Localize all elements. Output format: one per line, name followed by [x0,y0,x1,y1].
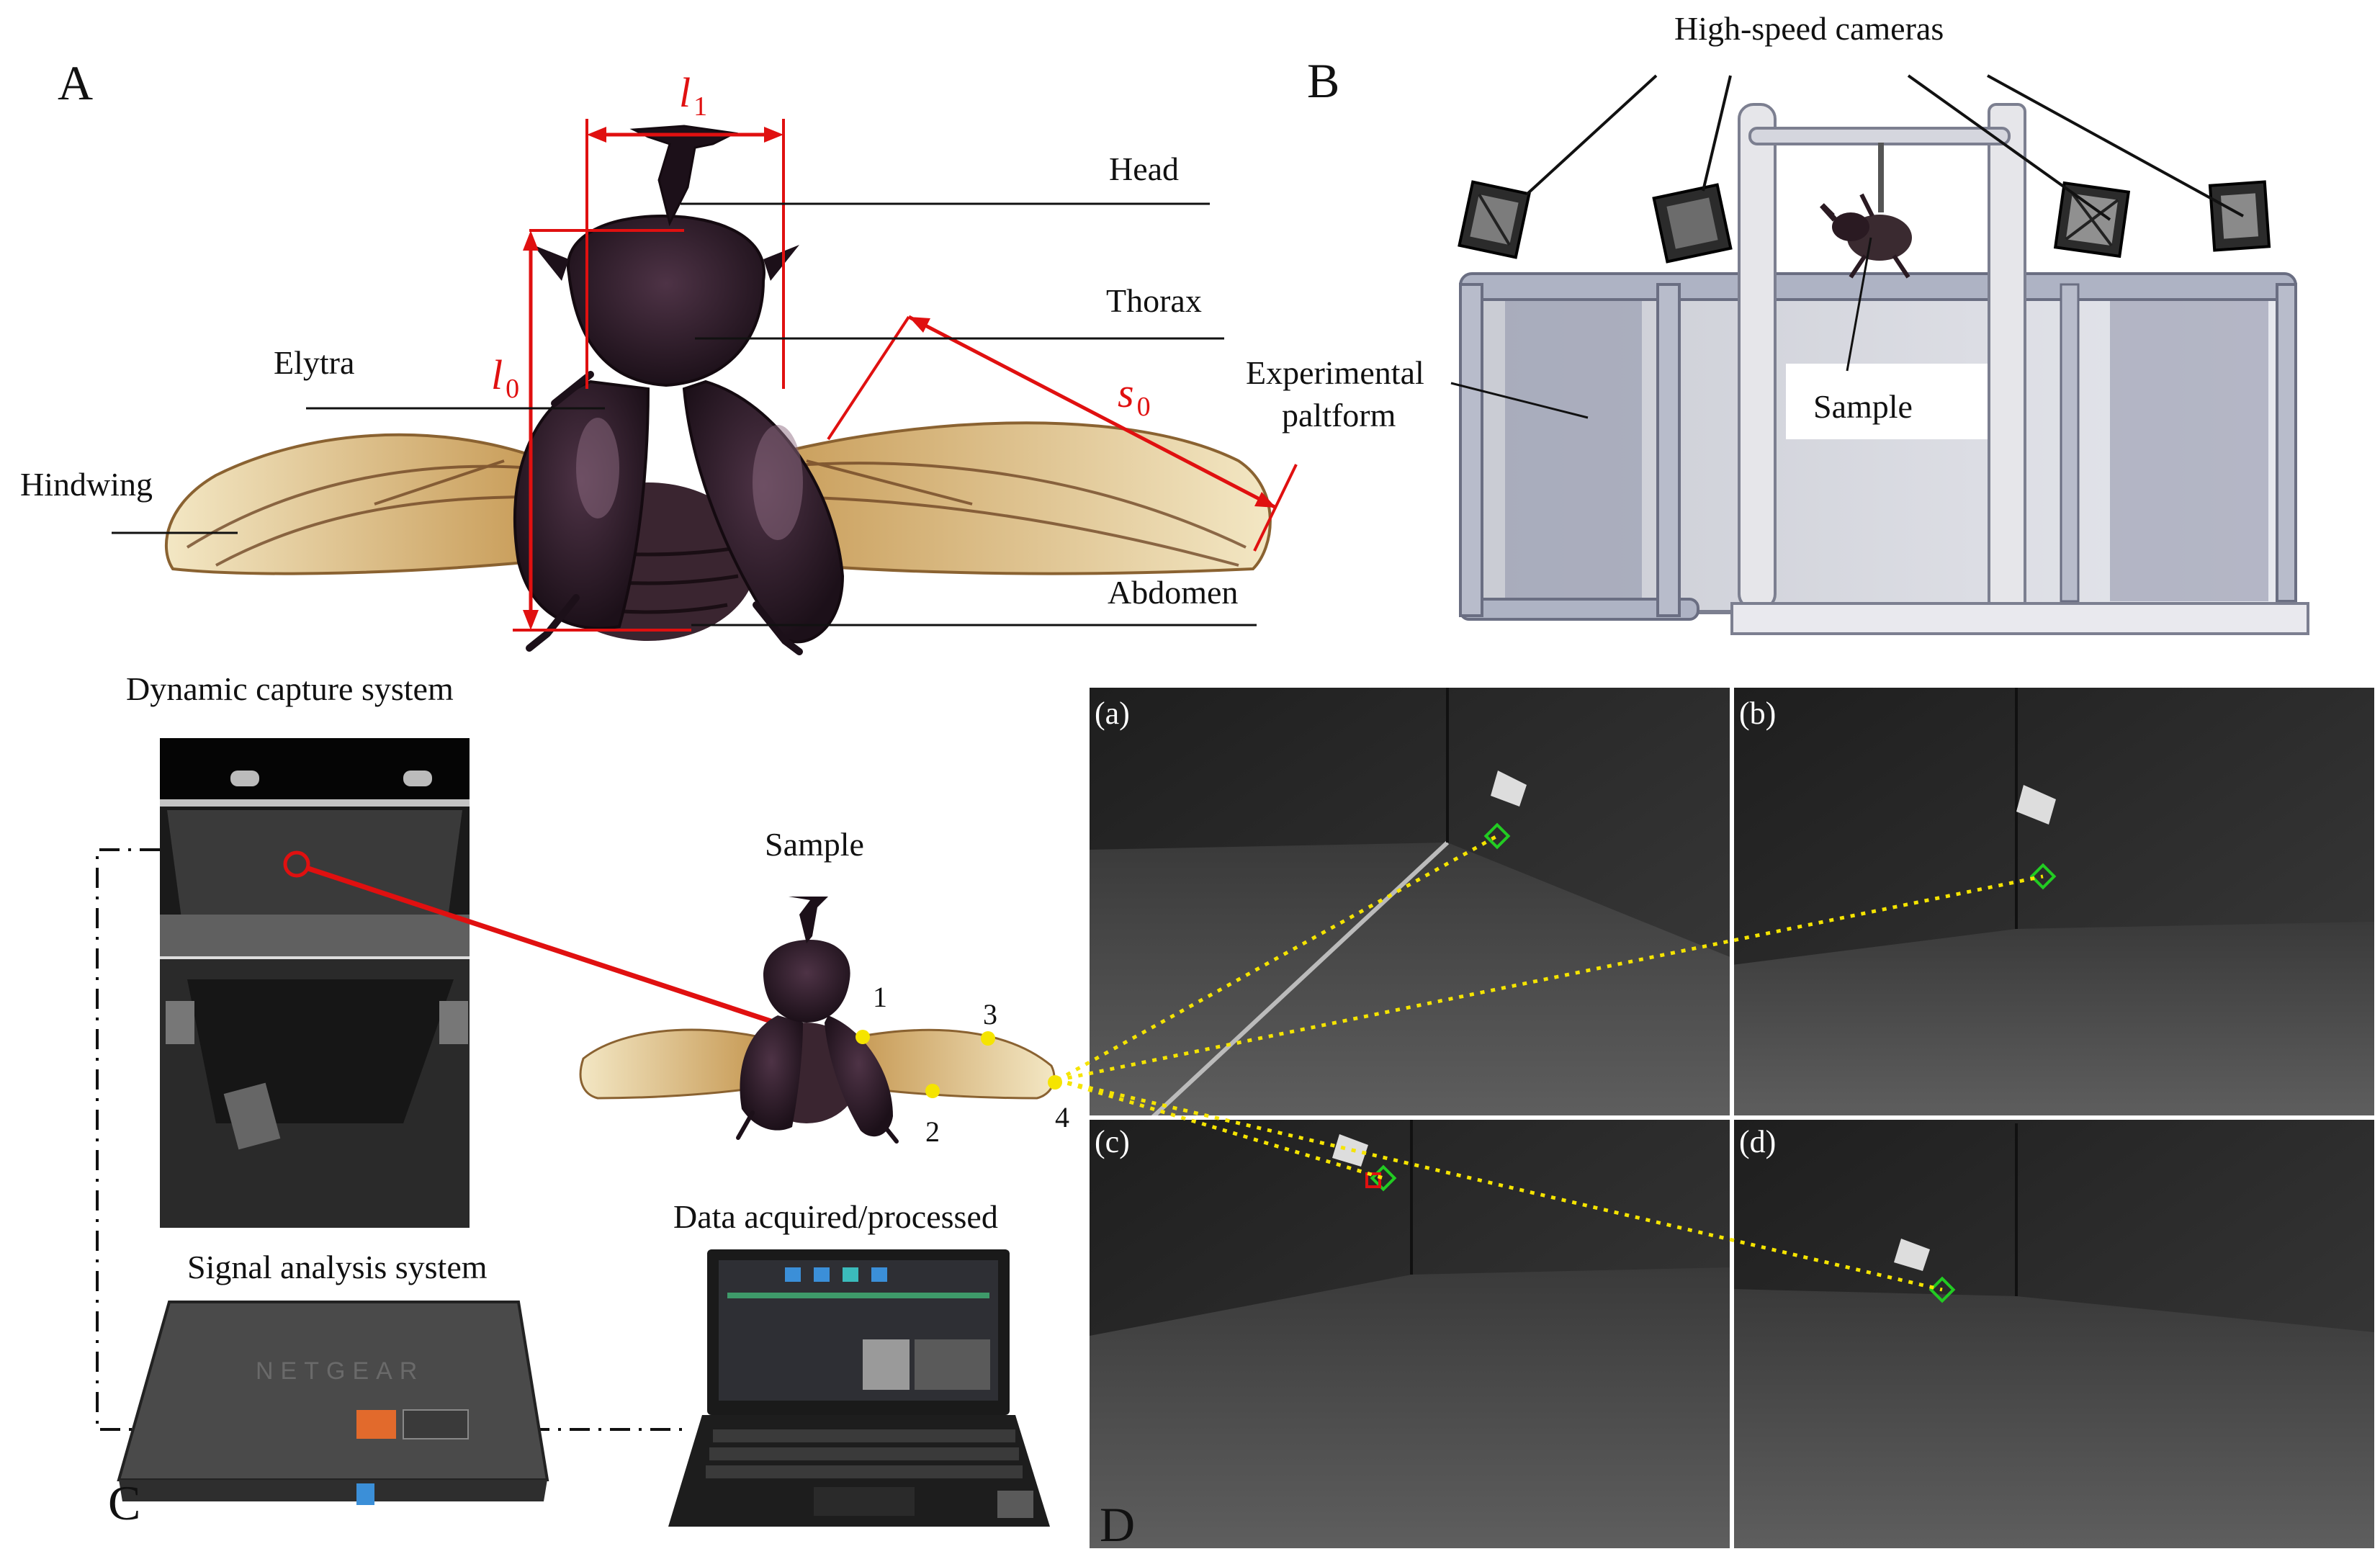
view-label-d: (d) [1739,1124,1776,1159]
experimental-platform [1459,103,2309,635]
panel-d-label: D [1100,1497,1135,1552]
camera-3 [2053,181,2131,259]
label-abdomen: Abdomen [1108,574,1238,611]
camera-2 [1652,183,1733,264]
capture-system-photo [160,738,470,1228]
view-label-c: (c) [1095,1124,1130,1159]
tracking-lines [1056,834,2044,1292]
view-d [1732,1118,2374,1548]
panel-c: Dynamic capture system Sample [96,670,1069,1530]
panel-a: A [20,55,1298,655]
part-leaders [112,202,1257,626]
dashdot-connectors [96,848,684,1431]
marker-2 [925,1084,940,1098]
label-platform-line2: paltform [1282,397,1396,434]
capture-link-line [305,865,809,1036]
laptop-photo [668,1249,1050,1527]
setup-sample-beetle [1820,193,1912,279]
right-hindwing [747,421,1272,575]
router-brand: NETGEAR [256,1357,424,1385]
capture-sample-beetle [579,897,1062,1144]
view-label-a: (a) [1095,696,1130,731]
left-hindwing [164,433,549,575]
label-platform-line1: Experimental [1246,354,1424,391]
camera-leaders [1525,74,2244,221]
panel-a-label: A [58,55,93,110]
label-setup-sample: Sample [1813,388,1913,425]
marker-label-4: 4 [1055,1101,1069,1133]
camera-4 [2208,180,2271,252]
label-signal-analysis: Signal analysis system [187,1249,488,1285]
marker-3 [981,1031,995,1046]
panel-c-label: C [108,1476,140,1530]
label-hindwing: Hindwing [20,466,153,503]
view-c [1090,1118,1732,1548]
view-label-b: (b) [1739,696,1776,731]
panel-b: B High-speed cameras [1246,10,2309,635]
marker-label-2: 2 [925,1115,940,1148]
marker-label-3: 3 [983,998,997,1030]
left-elytron [513,379,650,630]
label-elytra: Elytra [274,344,354,381]
camera-1 [1458,180,1531,259]
beetle-thorax [566,214,765,387]
view-b [1732,688,2374,1118]
panel-d: (a) (b) (c) (d) D [1056,688,2374,1552]
panel-b-label: B [1307,53,1339,108]
label-head: Head [1109,151,1179,187]
sample-label-box [1786,364,1988,439]
label-capture-sample: Sample [765,826,864,863]
marker-label-1: 1 [873,981,887,1013]
label-dynamic-capture: Dynamic capture system [126,670,454,707]
router-photo: NETGEAR [117,1301,549,1505]
marker-1 [856,1030,870,1044]
label-data-acquired: Data acquired/processed [673,1198,998,1235]
view-a [1090,688,1732,1120]
label-thorax: Thorax [1106,282,1202,319]
label-high-speed-cameras: High-speed cameras [1674,10,1944,47]
beetle-photo-large [164,125,1272,655]
beetle-head [629,125,738,227]
